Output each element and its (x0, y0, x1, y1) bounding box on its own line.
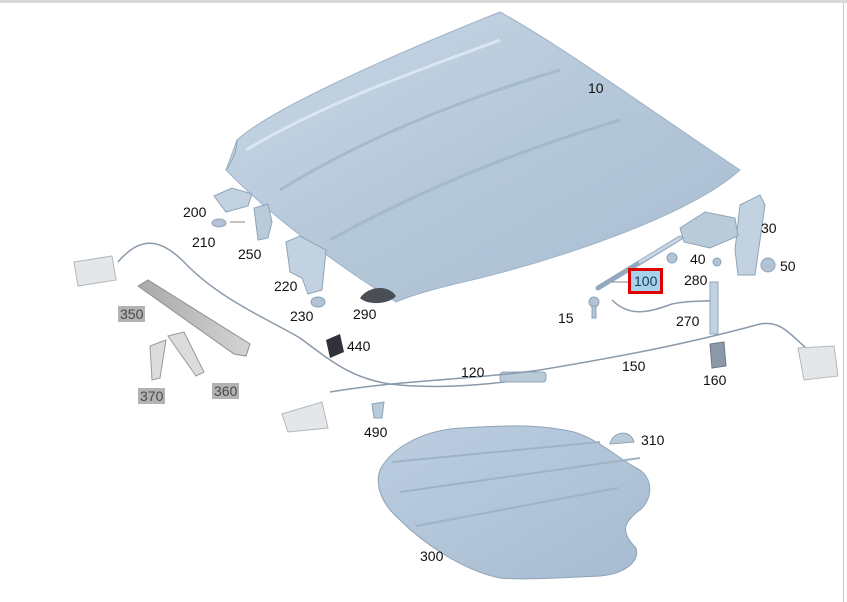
insulation-panel-part[interactable] (377, 425, 651, 580)
callout-30[interactable]: 30 (761, 220, 777, 236)
callout-100[interactable]: 100 (628, 268, 664, 294)
callout-280[interactable]: 280 (684, 272, 708, 288)
callout-490[interactable]: 490 (364, 424, 388, 440)
hinge-part[interactable] (666, 194, 776, 276)
release-cable-2-part[interactable] (281, 322, 839, 433)
callout-210[interactable]: 210 (192, 234, 216, 250)
release-cable-part[interactable] (73, 242, 547, 388)
callout-370[interactable]: 370 (138, 388, 166, 404)
clip-490-part[interactable] (371, 401, 385, 419)
callout-200[interactable]: 200 (183, 204, 207, 220)
callout-250[interactable]: 250 (238, 246, 262, 262)
right-border (843, 3, 844, 602)
callout-440[interactable]: 440 (347, 338, 371, 354)
callout-10[interactable]: 10 (588, 80, 604, 96)
lock-parts[interactable] (211, 187, 396, 358)
cable-270-part[interactable] (611, 257, 722, 335)
callout-120[interactable]: 120 (461, 364, 485, 380)
grille-clip-parts[interactable] (149, 331, 205, 381)
callout-290[interactable]: 290 (353, 306, 377, 322)
callout-160[interactable]: 160 (703, 372, 727, 388)
callout-15[interactable]: 15 (558, 310, 574, 326)
leader-lines (230, 221, 628, 283)
callout-350[interactable]: 350 (118, 306, 146, 322)
clip-160-part[interactable] (709, 341, 727, 369)
callout-40[interactable]: 40 (690, 251, 706, 267)
top-border (0, 0, 847, 3)
gas-strut-part[interactable] (595, 235, 683, 291)
callout-150[interactable]: 150 (622, 358, 646, 374)
hood-part[interactable] (225, 11, 741, 303)
callout-230[interactable]: 230 (290, 308, 314, 324)
callout-300[interactable]: 300 (420, 548, 444, 564)
pad-310-part[interactable] (609, 432, 635, 445)
callout-270[interactable]: 270 (676, 313, 700, 329)
callout-220[interactable]: 220 (274, 278, 298, 294)
callout-310[interactable]: 310 (641, 432, 665, 448)
callout-360[interactable]: 360 (212, 383, 240, 399)
grille-strip-part[interactable] (137, 279, 251, 357)
bolt-part[interactable] (588, 296, 600, 319)
callout-50[interactable]: 50 (780, 258, 796, 274)
